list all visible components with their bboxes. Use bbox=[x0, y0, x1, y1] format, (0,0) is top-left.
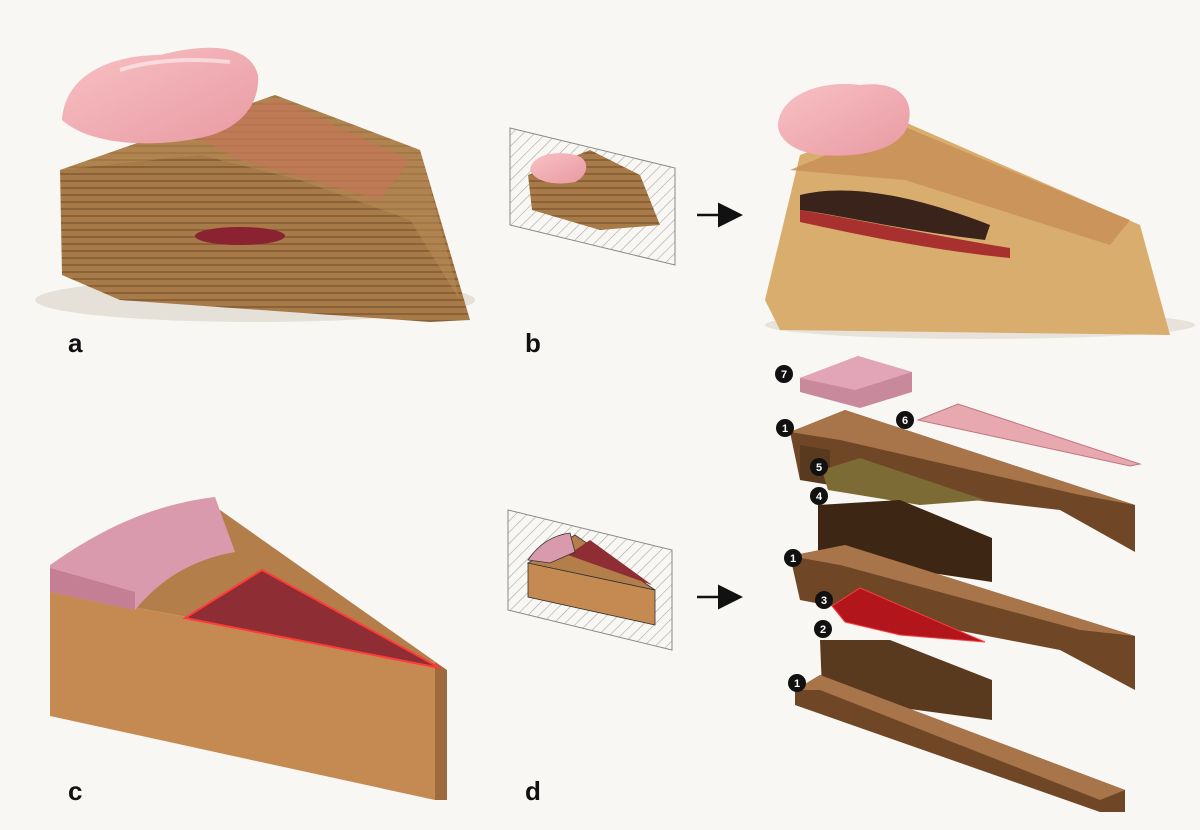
svg-text:1: 1 bbox=[794, 678, 800, 690]
exploded-part-frosting bbox=[800, 356, 912, 408]
exploded-part-olive-filling bbox=[822, 458, 985, 505]
part-badge-4: 4 bbox=[810, 487, 828, 505]
svg-text:7: 7 bbox=[781, 369, 787, 381]
panel-label-c: c bbox=[68, 776, 82, 806]
part-badge-1-bottom: 1 bbox=[788, 674, 806, 692]
part-badge-7: 7 bbox=[775, 365, 793, 383]
frosting-section bbox=[778, 84, 910, 156]
panel-a-cake-photo bbox=[35, 47, 475, 322]
panel-c-cad-model bbox=[50, 497, 447, 800]
part-badge-3: 3 bbox=[815, 591, 833, 609]
svg-text:5: 5 bbox=[816, 462, 822, 474]
panel-b-sectioned-cake-photo bbox=[765, 84, 1195, 339]
svg-text:1: 1 bbox=[790, 553, 796, 565]
panel-label-a: a bbox=[68, 328, 83, 358]
panel-d-exploded-view bbox=[790, 356, 1142, 812]
panel-b-cut-illustration bbox=[509, 127, 676, 266]
part-badge-1-top: 1 bbox=[776, 419, 794, 437]
exploded-part-jam bbox=[831, 587, 986, 643]
part-badge-5: 5 bbox=[810, 458, 828, 476]
cad-jam-top-inlay bbox=[182, 568, 441, 669]
cad-frosting-front bbox=[50, 568, 135, 610]
part-badge-6: 6 bbox=[896, 411, 914, 429]
svg-text:6: 6 bbox=[902, 415, 908, 427]
cad-front-face bbox=[50, 592, 435, 800]
panel-label-d: d bbox=[525, 776, 541, 806]
svg-text:4: 4 bbox=[816, 491, 823, 503]
jam-layer-section bbox=[800, 210, 1010, 258]
cad-side-face bbox=[435, 662, 447, 800]
exploded-part-top-wedge bbox=[916, 403, 1142, 467]
svg-text:2: 2 bbox=[820, 624, 826, 636]
panel-d-cut-illustration bbox=[507, 509, 673, 651]
part-badge-2: 2 bbox=[814, 620, 832, 638]
panel-label-b: b bbox=[525, 328, 541, 358]
exploded-part-middle-shell bbox=[790, 545, 1135, 690]
exploded-part-bottom-shell bbox=[795, 675, 1125, 812]
frosting-top bbox=[62, 47, 259, 144]
chocolate-filling-layer bbox=[800, 190, 990, 240]
jam-visible-seam bbox=[195, 227, 285, 245]
cut-top-crust bbox=[790, 125, 1130, 245]
part-badge-1-middle: 1 bbox=[784, 549, 802, 567]
svg-text:3: 3 bbox=[821, 595, 827, 607]
svg-text:1: 1 bbox=[782, 423, 788, 435]
